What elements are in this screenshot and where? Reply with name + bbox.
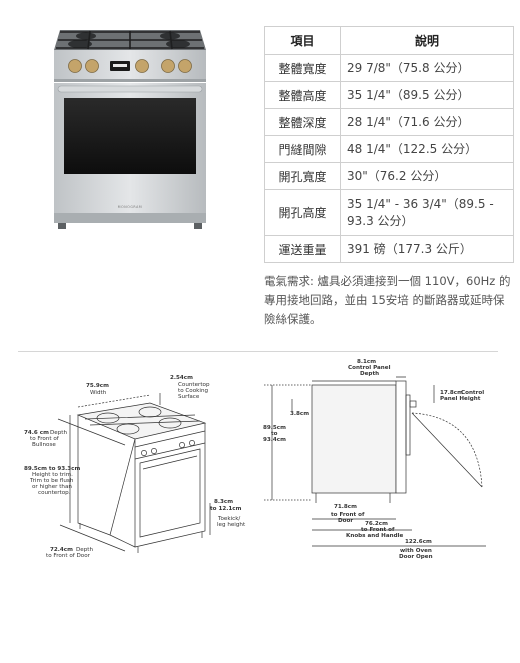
label-depth-bullnose-2: to Front of — [30, 436, 60, 442]
label-width: Width — [90, 390, 107, 396]
label-height-value-2: 93.4cm — [263, 437, 286, 443]
spec-table-header: 項目 說明 — [264, 26, 514, 55]
side-view-labels: 8.1cm Control Panel Depth 17.8cm Control… — [263, 359, 484, 560]
dimension-diagram: 75.9cm Width 2.54cm Countertop to Cookin… — [24, 359, 486, 560]
label-knobs-2: Knobs and Handle — [346, 533, 404, 539]
front-view-drawing — [57, 393, 211, 553]
label-front-door-1: to Front of — [331, 512, 365, 518]
table-row: 開孔寬度 30"（76.2 公分） — [264, 162, 514, 190]
row-value: 28 1/4"（71.6 公分） — [340, 108, 514, 136]
label-depth-bullnose-1: Depth — [50, 430, 67, 436]
row-label: 整體寬度 — [264, 54, 341, 82]
row-value: 391 磅（177.3 公斤） — [340, 235, 514, 263]
label-height-4: countertop. — [38, 490, 71, 496]
label-knobs-value: 76.2cm — [365, 521, 388, 527]
table-row: 整體高度 35 1/4"（89.5 公分） — [264, 81, 514, 109]
label-oven-open-2: Door Open — [399, 554, 433, 560]
label-depth-door-2: to Front of Door — [46, 553, 91, 559]
label-toekick-2: leg height — [217, 522, 246, 528]
side-view-drawing — [264, 376, 486, 547]
row-label: 運送重量 — [264, 235, 341, 263]
label-top-gap: 3.8cm — [290, 411, 309, 417]
table-row: 運送重量 391 磅（177.3 公斤） — [264, 235, 514, 263]
label-height-1: Height to trim. — [32, 472, 73, 478]
label-height-value: 89.5cm — [263, 425, 286, 431]
label-depth-door-value: 72.4cm — [50, 547, 73, 553]
brand-wordmark: MONOGRAM — [118, 205, 142, 209]
header-item: 項目 — [264, 26, 341, 55]
row-value: 35 1/4"（89.5 公分） — [340, 81, 514, 109]
row-value: 35 1/4" - 36 3/4"（89.5 - 93.3 公分） — [340, 189, 514, 236]
label-knobs-1: to Front of — [361, 527, 395, 533]
label-height-to: to — [271, 431, 278, 437]
label-control-panel-1: Control Panel — [348, 365, 391, 371]
range-product-photo: MONOGRAM — [54, 30, 206, 229]
row-value: 48 1/4"（122.5 公分） — [340, 135, 514, 163]
label-toekick-value-1: 8.3cm — [214, 499, 233, 505]
label-toekick-1: Toekick/ — [217, 516, 240, 522]
row-label: 門縫間隙 — [264, 135, 341, 163]
row-label: 整體高度 — [264, 81, 341, 109]
label-depth-bullnose-value: 74.6 cm — [24, 430, 49, 436]
label-control-height-2: Panel Height — [440, 396, 481, 402]
row-label: 開孔寬度 — [264, 162, 341, 190]
label-countertop-2: to Cooking — [178, 388, 208, 394]
label-width-value: 75.9cm — [86, 383, 109, 389]
section-divider — [18, 351, 498, 352]
row-label: 整體深度 — [264, 108, 341, 136]
row-value: 30"（76.2 公分） — [340, 162, 514, 190]
table-row: 門縫間隙 48 1/4"（122.5 公分） — [264, 135, 514, 163]
label-depth-door-1: Depth — [76, 547, 93, 553]
table-row: 整體深度 28 1/4"（71.6 公分） — [264, 108, 514, 136]
label-control-panel-2: Depth — [360, 371, 379, 377]
label-front-door-value: 71.8cm — [334, 504, 357, 510]
label-toekick-value-2: to 12.1cm — [210, 506, 242, 512]
label-depth-bullnose-3: Bullnose — [32, 442, 56, 448]
label-countertop-1: Countertop — [178, 382, 210, 388]
electrical-requirements-note: 電氣需求: 爐具必須連接到一個 110V，60Hz 的專用接地回路，並由 15安… — [264, 274, 511, 326]
label-height-value: 89.5cm to 93.3cm — [24, 466, 80, 472]
label-front-door-2: Door — [338, 518, 353, 524]
label-control-panel-value: 8.1cm — [357, 359, 376, 365]
header-description: 說明 — [340, 26, 514, 55]
label-oven-open-1: with Oven — [400, 548, 432, 554]
label-countertop-value: 2.54cm — [170, 375, 193, 381]
table-row: 開孔高度 35 1/4" - 36 3/4"（89.5 - 93.3 公分） — [264, 189, 514, 236]
label-oven-open-value: 122.6cm — [405, 539, 432, 545]
label-control-height-1: Control — [461, 390, 484, 396]
label-countertop-3: Surface — [178, 394, 200, 400]
row-value: 29 7/8"（75.8 公分） — [340, 54, 514, 82]
label-height-3: or higher than — [32, 484, 72, 490]
table-row: 整體寬度 29 7/8"（75.8 公分） — [264, 54, 514, 82]
label-height-2: Trim to be flush — [29, 478, 74, 484]
label-control-height-value: 17.8cm — [440, 390, 463, 396]
front-view-labels: 75.9cm Width 2.54cm Countertop to Cookin… — [24, 375, 246, 559]
spec-table: 項目 說明 整體寬度 29 7/8"（75.8 公分） 整體高度 35 1/4"… — [264, 26, 514, 263]
row-label: 開孔高度 — [264, 189, 341, 236]
